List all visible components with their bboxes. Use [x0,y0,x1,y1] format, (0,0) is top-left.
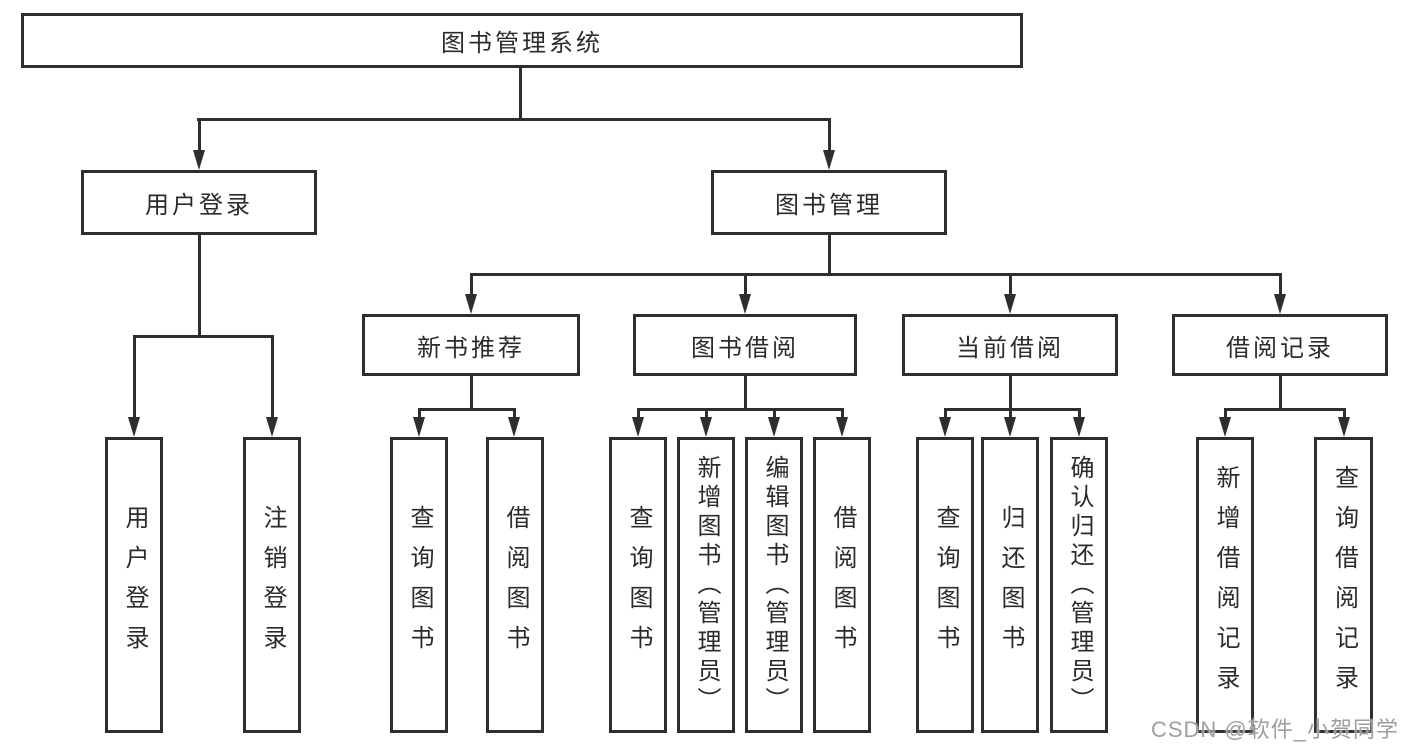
connector-root-stem [519,68,522,118]
connector-to-borrow-records [1279,273,1282,294]
connector-to-cb-return [1009,408,1012,417]
connector-to-current-borrow [1009,273,1012,294]
leaf-bb-query-books: 查询图书 [609,437,667,733]
leaf-bb-edit-book-admin: 编辑图书（管理员） [745,437,803,733]
leaf-bb-add-book-admin: 新增图书（管理员） [677,437,735,733]
connector-to-rec-add [1224,408,1227,417]
node-book-borrow: 图书借阅 [633,314,857,376]
arrowhead-rec-query-icon [1338,417,1350,437]
leaf-user-login: 用户登录 [105,437,163,733]
connector-to-nb-query [418,408,421,417]
leaf-logout-label: 注销登录 [259,505,286,665]
connector-to-bb-borrow [841,408,844,417]
arrowhead-book-management-icon [823,150,835,170]
leaf-cb-return-books: 归还图书 [981,437,1039,733]
connector-to-rec-query [1343,408,1346,417]
leaf-cb-query-books: 查询图书 [916,437,974,733]
node-user-login-label: 用户登录 [145,192,253,219]
leaf-cb-query-books-label: 查询图书 [932,505,959,665]
connector-borrow-records-stem [1279,376,1282,408]
connector-to-user-login [198,118,201,150]
connector-root-split [197,118,830,121]
connector-book-borrow-stem [744,376,747,408]
leaf-user-login-label: 用户登录 [121,505,148,665]
connector-book-management-stem [828,235,831,273]
arrowhead-leaf-user-login-icon [128,417,140,437]
connector-to-nb-borrow [513,408,516,417]
connector-to-cb-query [944,408,947,417]
connector-current-borrow-stem [1009,376,1012,408]
node-new-book-recommend-label: 新书推荐 [417,334,525,362]
arrowhead-borrow-records-icon [1274,294,1286,314]
leaf-rec-add-borrow-record: 新增借阅记录 [1196,437,1254,733]
connector-new-book-stem [470,376,473,408]
connector-to-book-borrow [744,273,747,294]
leaf-rec-query-borrow-record-label: 查询借阅记录 [1330,465,1358,705]
leaf-cb-confirm-return-admin-label: 确认归还（管理员） [1066,454,1093,716]
arrowhead-new-book-icon [465,294,477,314]
leaf-nb-borrow-books-label: 借阅图书 [502,505,529,665]
node-book-management-label: 图书管理 [775,192,883,219]
arrowhead-current-borrow-icon [1004,294,1016,314]
leaf-cb-confirm-return-admin: 确认归还（管理员） [1050,437,1108,733]
node-book-management: 图书管理 [711,170,947,235]
node-user-login: 用户登录 [81,170,317,235]
connector-to-book-management [828,118,831,150]
leaf-rec-add-borrow-record-label: 新增借阅记录 [1212,465,1239,705]
leaf-bb-borrow-books-label: 借阅图书 [829,505,856,665]
arrowhead-cb-query-icon [939,417,951,437]
leaf-bb-borrow-books: 借阅图书 [813,437,871,733]
arrowhead-bb-edit-icon [768,417,780,437]
arrowhead-nb-borrow-icon [508,417,520,437]
watermark: CSDN @软件_小贺同学 [1150,717,1399,742]
connector-book-borrow-split [637,408,843,411]
arrowhead-book-borrow-icon [739,294,751,314]
arrowhead-bb-add-icon [700,417,712,437]
connector-borrow-records-split [1224,408,1345,411]
node-current-borrow-label: 当前借阅 [956,334,1064,362]
node-borrow-records-label: 借阅记录 [1226,334,1334,362]
arrowhead-bb-borrow-icon [836,417,848,437]
leaf-nb-query-books-label: 查询图书 [406,505,433,665]
connector-to-leaf-user-login [133,335,136,417]
connector-user-login-stem [198,235,201,335]
leaf-bb-edit-book-admin-label: 编辑图书（管理员） [761,454,788,716]
node-book-borrow-label: 图书借阅 [691,334,799,362]
node-library-system: 图书管理系统 [21,13,1023,68]
arrowhead-cb-return-icon [1004,417,1016,437]
connector-to-bb-edit [773,408,776,417]
node-new-book-recommend: 新书推荐 [362,314,580,376]
arrowhead-bb-query-icon [632,417,644,437]
connector-current-borrow-split [944,408,1080,411]
connector-to-new-book [470,273,473,294]
arrowhead-rec-add-icon [1219,417,1231,437]
leaf-bb-add-book-admin-label: 新增图书（管理员） [693,454,720,716]
arrowhead-cb-confirm-icon [1073,417,1085,437]
leaf-rec-query-borrow-record: 查询借阅记录 [1314,437,1373,733]
leaf-nb-borrow-books: 借阅图书 [486,437,544,733]
leaf-nb-query-books: 查询图书 [390,437,448,733]
connector-to-cb-confirm [1078,408,1081,417]
arrowhead-nb-query-icon [413,417,425,437]
arrowhead-leaf-logout-icon [266,417,278,437]
node-borrow-records: 借阅记录 [1172,314,1388,376]
connector-to-bb-add [705,408,708,417]
leaf-logout: 注销登录 [243,437,301,733]
connector-user-login-split [133,335,273,338]
node-library-system-label: 图书管理系统 [441,30,603,57]
connector-new-book-split [418,408,515,411]
node-current-borrow: 当前借阅 [902,314,1118,376]
connector-book-management-split [470,273,1281,276]
connector-to-bb-query [637,408,640,417]
arrowhead-user-login-icon [193,150,205,170]
connector-to-leaf-logout [271,335,274,417]
leaf-bb-query-books-label: 查询图书 [625,505,652,665]
leaf-cb-return-books-label: 归还图书 [997,505,1024,665]
